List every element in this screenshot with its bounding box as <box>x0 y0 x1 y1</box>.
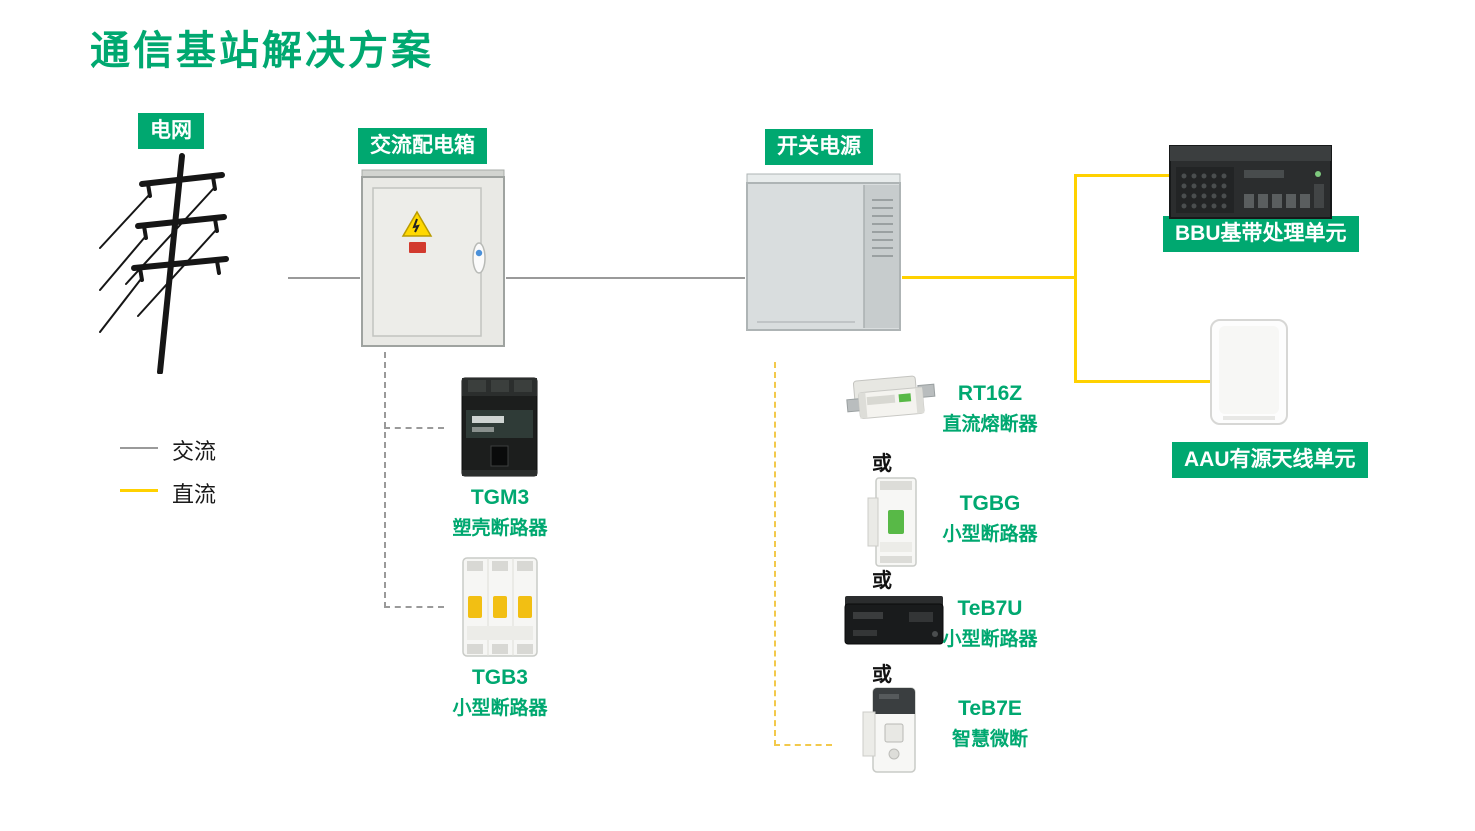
tgm3-breaker-image <box>452 372 547 485</box>
teb7u-breaker-image <box>843 588 945 655</box>
ac-line-grid-to-acbox <box>288 277 360 279</box>
legend-dc-label: 直流 <box>172 482 217 507</box>
product-desc-teb7e: 智慧微断 <box>951 729 1028 750</box>
ac-distribution-box-image <box>360 168 506 353</box>
product-name-rt16z: RT16Z <box>957 382 1023 405</box>
dc-line-power-to-junction <box>902 276 1076 279</box>
product-desc-rt16z: 直流熔断器 <box>942 414 1038 435</box>
tgb3-breaker-image <box>455 556 545 663</box>
legend-dc-line <box>120 489 158 492</box>
tgbg-breaker-image <box>862 476 924 573</box>
aau-device-image <box>1209 318 1289 431</box>
bbu-device-image <box>1168 140 1333 227</box>
teb7e-breaker-image <box>857 684 923 781</box>
legend-ac-label: 交流 <box>172 439 217 464</box>
or-separator-1: 或 <box>872 453 892 475</box>
dc-line-to-aau <box>1074 380 1210 383</box>
legend-ac-line <box>120 447 158 449</box>
dashed-line-to-tgb3 <box>384 606 444 608</box>
label-power: 开关电源 <box>765 129 873 166</box>
dashed-line-to-tgm3 <box>384 427 444 429</box>
product-desc-tgbg: 小型断路器 <box>942 524 1038 545</box>
or-separator-3: 或 <box>872 664 892 686</box>
switching-power-supply-image <box>745 172 902 337</box>
label-bbu: BBU基带处理单元 <box>1163 216 1359 253</box>
product-label-rt16z: RT16Z 直流熔断器 <box>925 382 1055 436</box>
product-label-tgb3: TGB3 小型断路器 <box>425 666 575 720</box>
product-name-teb7u: TeB7U <box>957 597 1023 620</box>
dashed-line-to-teb7e <box>774 744 832 746</box>
or-separator-2: 或 <box>872 570 892 592</box>
label-aau: AAU有源天线单元 <box>1172 442 1368 479</box>
dc-line-junction-vertical <box>1074 174 1077 383</box>
product-label-tgm3: TGM3 塑壳断路器 <box>425 486 575 540</box>
product-label-tgbg: TGBG 小型断路器 <box>925 492 1055 546</box>
label-grid: 电网 <box>138 113 204 150</box>
product-desc-tgb3: 小型断路器 <box>452 698 548 719</box>
product-name-tgbg: TGBG <box>959 492 1021 515</box>
rt16z-fuse-image <box>845 366 937 439</box>
label-ac-box: 交流配电箱 <box>358 128 487 165</box>
product-name-tgb3: TGB3 <box>471 666 528 689</box>
product-desc-tgm3: 塑壳断路器 <box>452 518 548 539</box>
dashed-line-acbox-products <box>384 352 386 608</box>
product-name-teb7e: TeB7E <box>958 697 1022 720</box>
ac-line-acbox-to-power <box>506 277 745 279</box>
product-label-teb7e: TeB7E 智慧微断 <box>925 697 1055 751</box>
product-label-teb7u: TeB7U 小型断路器 <box>925 597 1055 651</box>
power-grid-tower-image <box>98 148 240 379</box>
product-desc-teb7u: 小型断路器 <box>942 629 1038 650</box>
page-title: 通信基站解决方案 <box>90 29 434 73</box>
product-name-tgm3: TGM3 <box>470 486 530 509</box>
dc-line-to-bbu <box>1074 174 1169 177</box>
dashed-line-power-products <box>774 362 776 746</box>
